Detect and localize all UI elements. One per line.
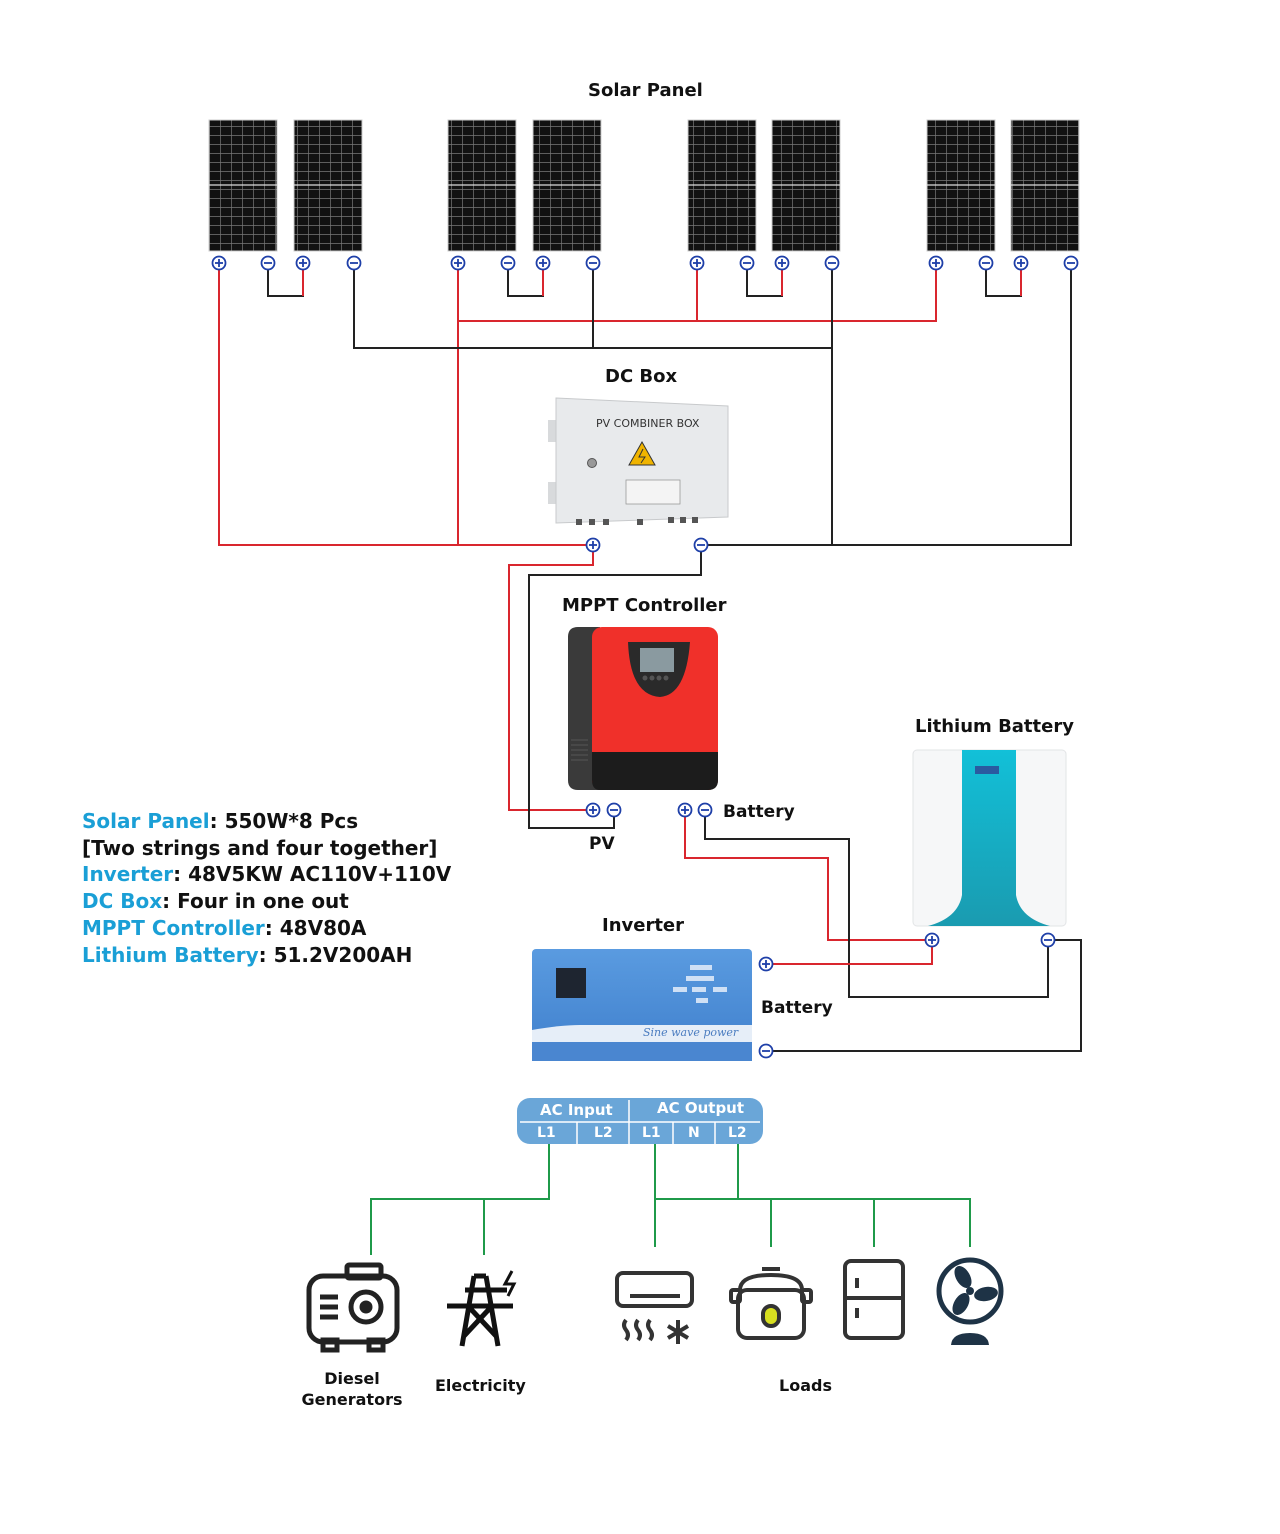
negative-terminal-icon — [824, 255, 840, 271]
spec-row: Solar Panel: 550W*8 Pcs — [82, 809, 359, 833]
inverter-device-text: Sine wave power — [643, 1026, 739, 1039]
inverter-image — [532, 949, 752, 1061]
diesel-generator-icon — [306, 1262, 400, 1353]
ac-terminal-block — [517, 1098, 763, 1144]
mppt-label: MPPT Controller — [562, 595, 727, 616]
positive-terminal-icon — [450, 255, 466, 271]
negative-terminal-icon — [978, 255, 994, 271]
positive-wire — [218, 270, 593, 546]
ac-terminal-out-l2: L2 — [728, 1125, 747, 1141]
positive-terminal-icon — [585, 537, 601, 553]
positive-terminal-icon — [535, 255, 551, 271]
dc-box-label: DC Box — [605, 366, 678, 387]
series-jumper — [267, 270, 304, 297]
fan-icon — [936, 1257, 1004, 1345]
positive-wire — [458, 270, 937, 322]
negative-terminal-icon — [758, 1043, 774, 1059]
ac-terminal-in-l2: L2 — [594, 1125, 613, 1141]
negative-terminal-icon — [693, 537, 709, 553]
positive-wire — [508, 545, 594, 811]
pv-combiner-box-image — [548, 397, 729, 525]
air-conditioner-icon — [615, 1271, 694, 1344]
spec-row: Inverter: 48V5KW AC110V+110V — [82, 862, 452, 887]
positive-terminal-icon — [924, 932, 940, 948]
ac-wire — [655, 1198, 971, 1247]
ac-input-label: AC Input — [540, 1101, 613, 1119]
positive-wire — [684, 810, 932, 941]
ac-terminal-in-l1: L1 — [537, 1125, 556, 1141]
negative-terminal-icon — [1063, 255, 1079, 271]
negative-terminal-icon — [346, 255, 362, 271]
negative-terminal-icon — [697, 802, 713, 818]
lithium-battery-image — [912, 749, 1067, 927]
solar-panel-array — [208, 119, 1080, 252]
ac-terminal-out-l1: L1 — [642, 1125, 661, 1141]
positive-terminal-icon — [689, 255, 705, 271]
spec-row: Lithium Battery: 51.2V200AH — [82, 942, 413, 967]
inverter-battery-label: Battery — [761, 998, 833, 1018]
spec-row: [Two strings and four together] — [82, 835, 438, 860]
positive-terminal-icon — [295, 255, 311, 271]
lithium-battery-label: Lithium Battery — [915, 716, 1074, 737]
negative-wire — [766, 939, 1082, 1052]
positive-wire — [766, 940, 933, 965]
negative-wire — [832, 270, 1072, 546]
series-jumper — [507, 270, 544, 297]
negative-terminal-icon — [260, 255, 276, 271]
spec-row: DC Box: Four in one out — [82, 889, 349, 914]
negative-terminal-icon — [585, 255, 601, 271]
loads-label: Loads — [779, 1376, 832, 1395]
negative-wire — [704, 810, 1049, 998]
negative-wire — [353, 270, 832, 349]
ac-terminal-out-n: N — [688, 1125, 700, 1141]
power-tower-icon — [447, 1270, 517, 1347]
positive-terminal-icon — [1013, 255, 1029, 271]
rice-cooker-icon — [729, 1267, 813, 1340]
refrigerator-icon — [843, 1259, 905, 1340]
negative-terminal-icon — [606, 802, 622, 818]
negative-wire — [528, 545, 702, 829]
electricity-label: Electricity — [435, 1376, 526, 1395]
positive-terminal-icon — [774, 255, 790, 271]
spec-row: MPPT Controller: 48V80A — [82, 915, 367, 940]
mppt-battery-label: Battery — [723, 802, 795, 822]
series-jumper — [985, 270, 1022, 297]
diesel-generators-label: Diesel Generators — [301, 1369, 403, 1409]
ac-wire — [370, 1143, 550, 1255]
negative-terminal-icon — [739, 255, 755, 271]
solar-panel-title: Solar Panel — [588, 80, 703, 101]
spec-list: Solar Panel: 550W*8 Pcs [Two strings and… — [82, 808, 451, 968]
negative-terminal-icon — [1040, 932, 1056, 948]
positive-terminal-icon — [585, 802, 601, 818]
inverter-label: Inverter — [602, 915, 685, 936]
mppt-controller-image — [568, 627, 718, 790]
positive-terminal-icon — [928, 255, 944, 271]
ac-output-label: AC Output — [657, 1099, 745, 1117]
terminals — [211, 255, 1079, 1059]
mppt-pv-label: PV — [589, 834, 615, 854]
positive-terminal-icon — [211, 255, 227, 271]
combiner-box-text: PV COMBINER BOX — [596, 417, 700, 430]
positive-terminal-icon — [758, 956, 774, 972]
series-jumper — [746, 270, 783, 297]
negative-terminal-icon — [500, 255, 516, 271]
positive-terminal-icon — [677, 802, 693, 818]
